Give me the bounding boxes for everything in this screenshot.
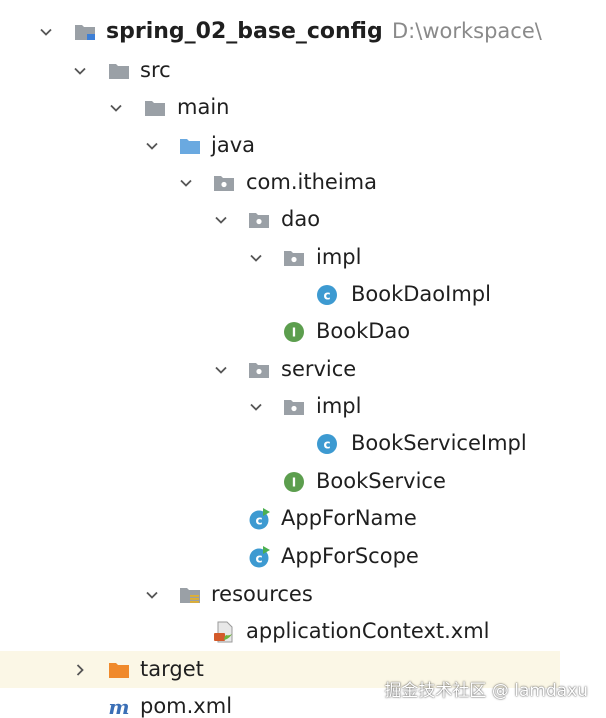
tree-row-java[interactable]: java: [0, 127, 560, 164]
tree-label-bookdao: BookDao: [316, 319, 411, 343]
chevron-down-icon[interactable]: [176, 164, 196, 201]
tree-row-bookdaoimpl[interactable]: c BookDaoImpl: [0, 276, 560, 313]
tree-label-appforname: AppForName: [281, 506, 417, 530]
tree-label-bookservice: BookService: [316, 469, 446, 493]
class-icon: c: [314, 425, 340, 462]
tree-label-impl: impl: [316, 245, 362, 269]
package-icon: [281, 388, 307, 425]
svg-text:c: c: [255, 551, 262, 565]
tree-label-src: src: [140, 58, 171, 82]
project-path: D:\workspace\: [392, 19, 542, 43]
tree-row-appforname[interactable]: c AppForName: [0, 500, 560, 537]
tree-label-com-itheima: com.itheima: [246, 170, 377, 194]
tree-row-service-impl[interactable]: impl: [0, 388, 560, 425]
svg-text:m: m: [108, 695, 129, 718]
tree-label-dao: dao: [281, 207, 321, 231]
tree-row-project-root[interactable]: spring_02_base_config D:\workspace\: [0, 13, 560, 50]
tree-row-applicationcontext-xml[interactable]: applicationContext.xml: [0, 613, 560, 650]
watermark: 掘金技术社区 @ lamdaxu: [384, 681, 588, 701]
project-name: spring_02_base_config: [106, 19, 383, 44]
svg-text:I: I: [292, 475, 296, 489]
tree-label-pom-xml: pom.xml: [140, 694, 233, 718]
package-icon: [211, 164, 237, 201]
runnable-class-icon: c: [246, 538, 272, 575]
tree-row-dao[interactable]: dao: [0, 201, 560, 238]
resources-folder-icon: [177, 576, 203, 613]
maven-icon: m: [106, 688, 132, 718]
package-icon: [281, 239, 307, 276]
chevron-down-icon[interactable]: [142, 127, 162, 164]
tree-row-dao-impl[interactable]: impl: [0, 239, 560, 276]
tree-label-appforscope: AppForScope: [281, 544, 419, 568]
folder-gray-icon: [106, 52, 132, 89]
chevron-down-icon[interactable]: [142, 576, 162, 613]
chevron-down-icon[interactable]: [211, 201, 231, 238]
tree-row-resources[interactable]: resources: [0, 576, 560, 613]
tree-label-service: service: [281, 357, 357, 381]
chevron-right-icon[interactable]: [70, 651, 90, 688]
module-folder-icon: [72, 13, 98, 50]
tree-label-java: java: [211, 133, 255, 157]
tree-row-bookservice[interactable]: I BookService: [0, 463, 560, 500]
svg-text:c: c: [323, 437, 330, 451]
chevron-down-icon[interactable]: [36, 13, 56, 50]
svg-text:I: I: [292, 325, 296, 339]
interface-icon: I: [281, 463, 307, 500]
chevron-down-icon[interactable]: [106, 89, 126, 126]
tree-row-pom-xml[interactable]: m pom.xml: [0, 688, 560, 718]
package-icon: [246, 351, 272, 388]
tree-row-src[interactable]: src: [0, 52, 560, 89]
chevron-down-icon[interactable]: [70, 52, 90, 89]
class-icon: c: [314, 276, 340, 313]
tree-label-bookserviceimpl: BookServiceImpl: [351, 431, 527, 455]
svg-text:c: c: [323, 288, 330, 302]
tree-label-main: main: [177, 95, 230, 119]
tree-label-applicationcontext-xml: applicationContext.xml: [246, 619, 490, 643]
tree-label-target: target: [140, 657, 204, 681]
folder-blue-icon: [177, 127, 203, 164]
tree-row-com-itheima[interactable]: com.itheima: [0, 164, 560, 201]
project-tree: spring_02_base_config D:\workspace\ src …: [0, 13, 560, 718]
tree-row-main[interactable]: main: [0, 89, 560, 126]
tree-row-appforscope[interactable]: c AppForScope: [0, 538, 560, 575]
tree-label-resources: resources: [211, 582, 313, 606]
runnable-class-icon: c: [246, 500, 272, 537]
svg-text:c: c: [255, 513, 262, 527]
chevron-down-icon[interactable]: [246, 239, 266, 276]
tree-row-target[interactable]: target: [0, 651, 560, 688]
tree-label-bookdaoimpl: BookDaoImpl: [351, 282, 491, 306]
tree-row-bookdao[interactable]: I BookDao: [0, 313, 560, 350]
tree-row-service[interactable]: service: [0, 351, 560, 388]
folder-gray-icon: [142, 89, 168, 126]
chevron-down-icon[interactable]: [246, 388, 266, 425]
package-icon: [246, 201, 272, 238]
folder-orange-icon: [106, 651, 132, 688]
tree-row-bookserviceimpl[interactable]: c BookServiceImpl: [0, 425, 560, 462]
interface-icon: I: [281, 313, 307, 350]
chevron-down-icon[interactable]: [211, 351, 231, 388]
tree-label-impl: impl: [316, 394, 362, 418]
spring-xml-icon: [211, 613, 237, 650]
